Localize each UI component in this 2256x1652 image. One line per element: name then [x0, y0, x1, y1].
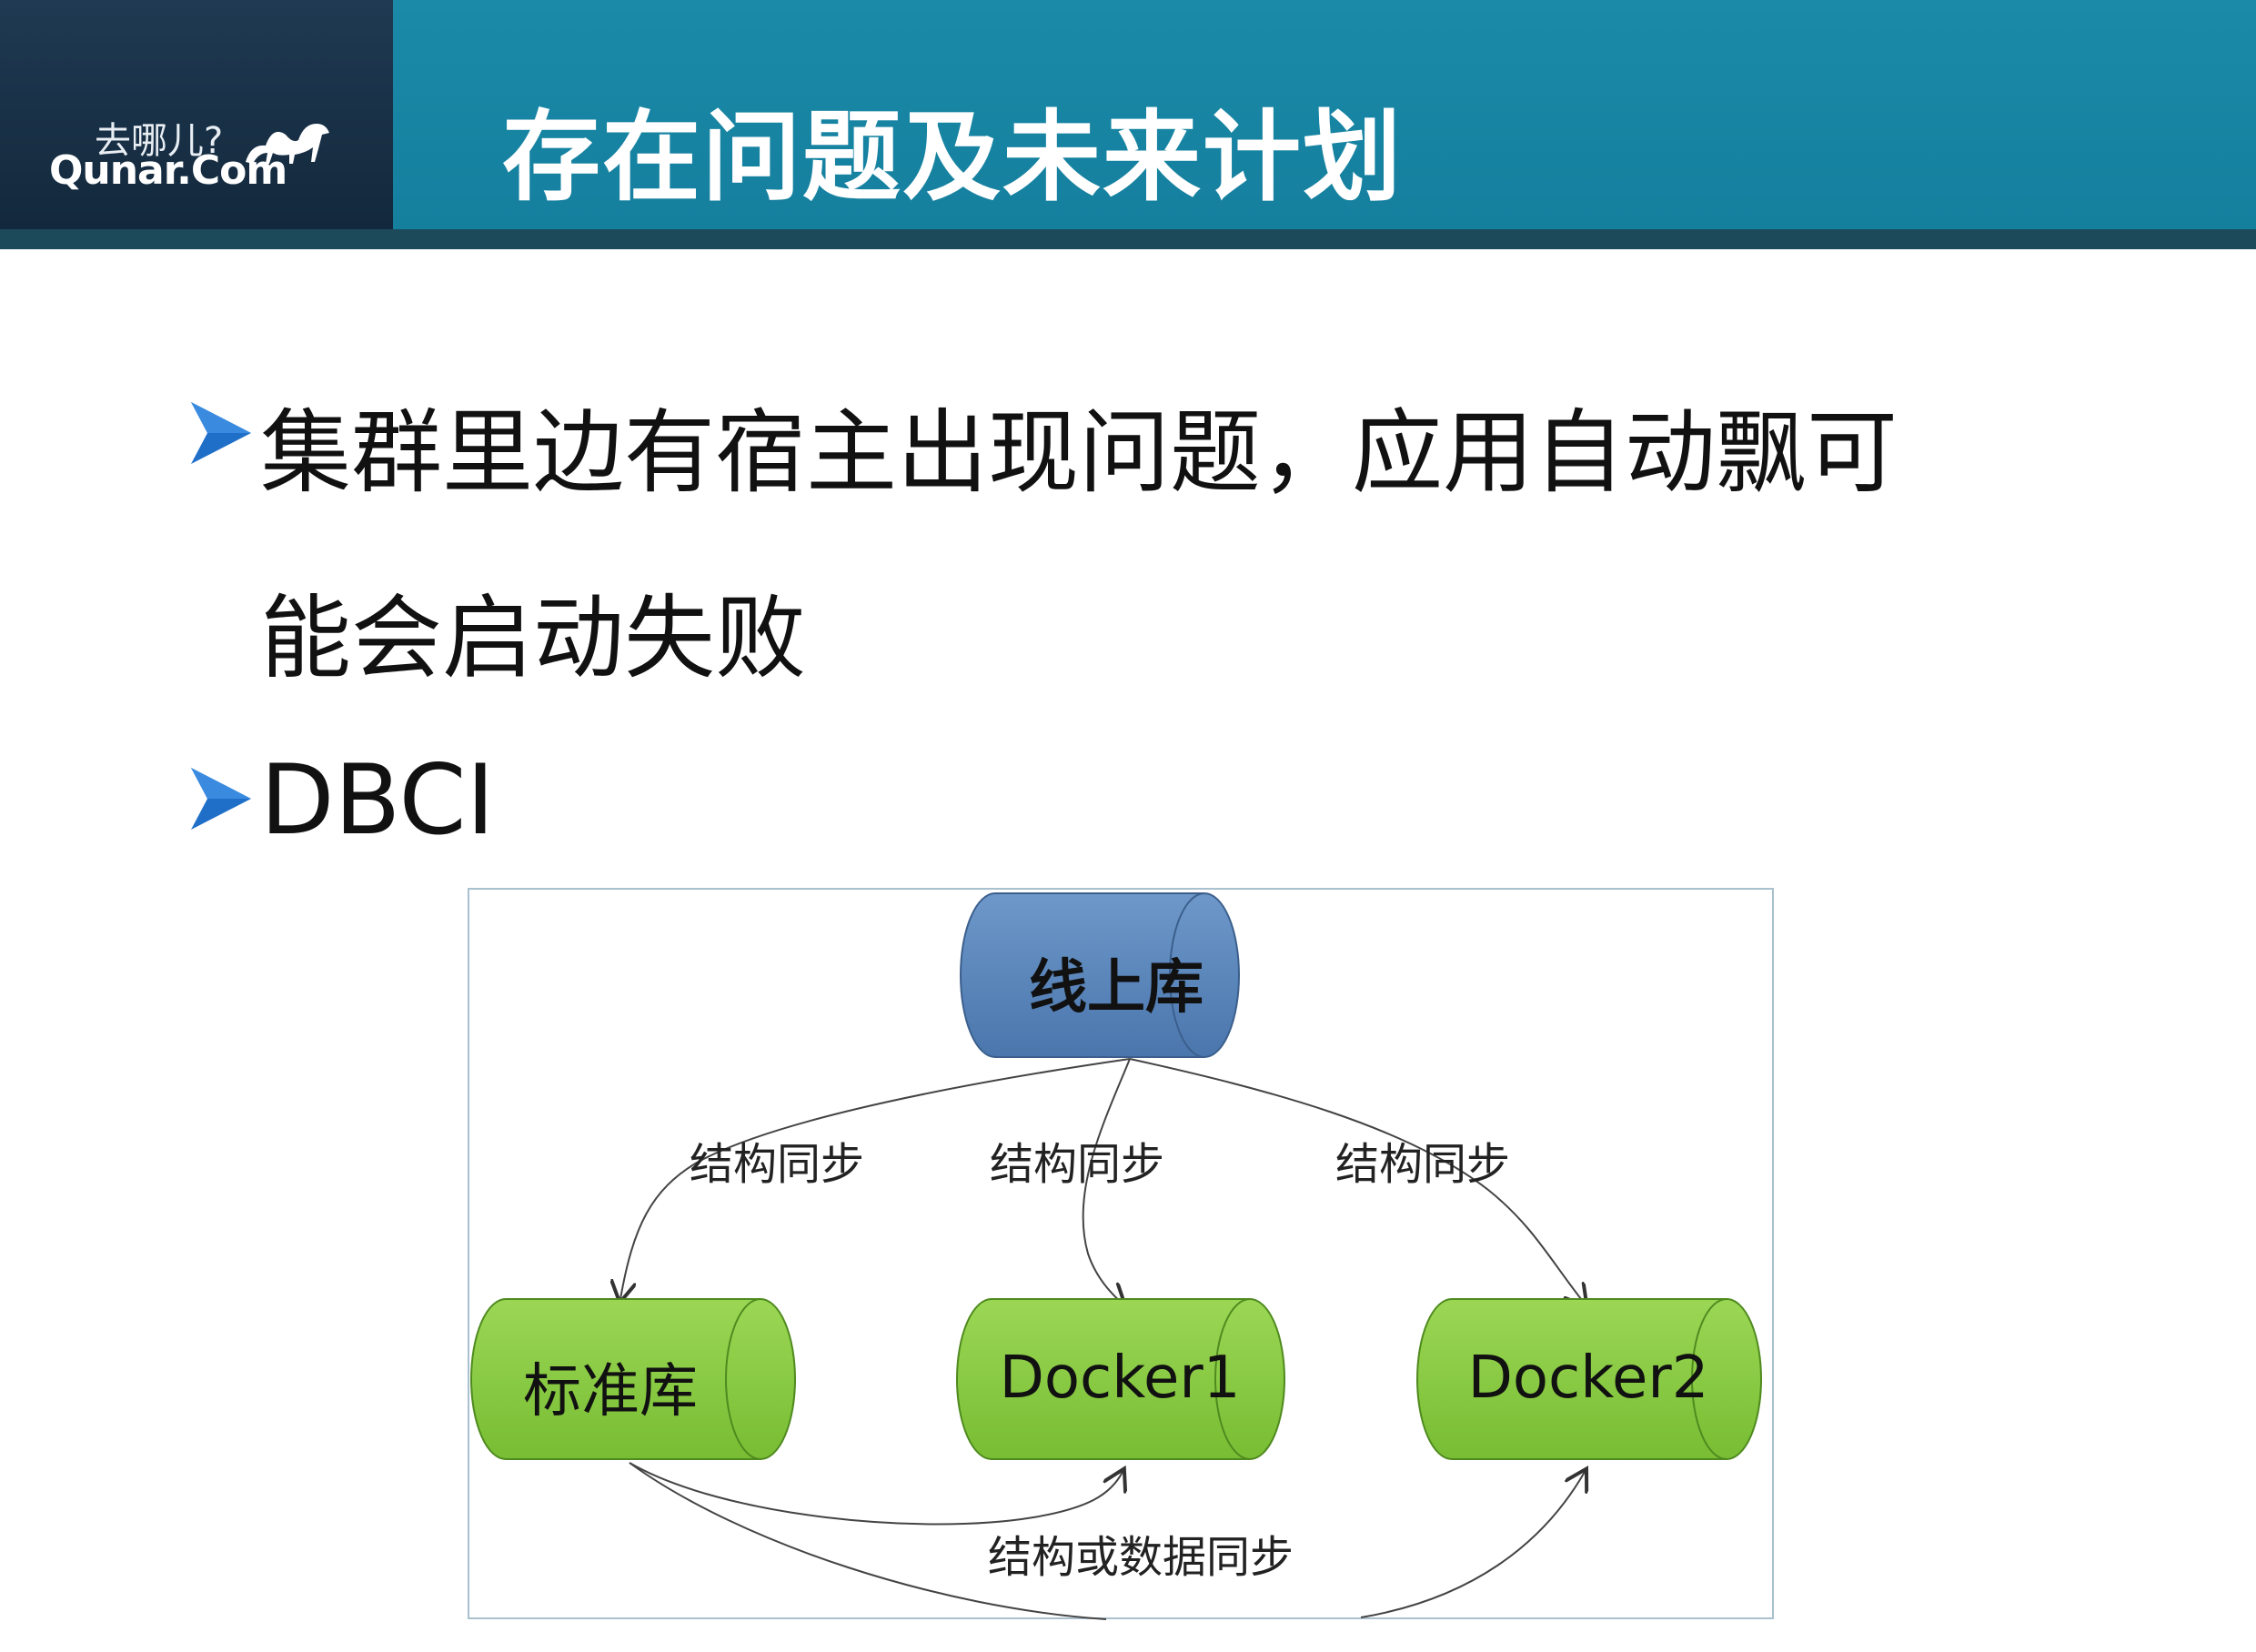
bullet-2-text: DBCI	[260, 744, 495, 856]
standard-db-node	[470, 1298, 796, 1460]
online-db-node	[960, 892, 1240, 1058]
edge-label-sync-docker2: 结构同步	[1335, 1139, 1511, 1190]
docker1-db-node	[956, 1298, 1285, 1460]
edge-label-sync-docker1: 结构同步	[990, 1139, 1165, 1190]
diagram-canvas	[470, 892, 1762, 1620]
docker2-db-node	[1416, 1298, 1762, 1460]
edge-online-to-docker1	[1082, 1058, 1131, 1304]
page-title: 存在问题及未来计划	[502, 101, 1404, 215]
edge-standard-to-docker2	[629, 1463, 1585, 1620]
bullet-1-line-2: 能会启动失败	[260, 585, 806, 691]
camel-icon	[246, 124, 329, 164]
standard-db-label: 标准库	[523, 1358, 698, 1425]
edge-online-to-standard	[620, 1058, 1131, 1299]
edge-label-sync-standard: 结构同步	[690, 1139, 865, 1190]
header-divider	[0, 229, 2256, 249]
logo-chinese-text: 去哪儿?	[95, 120, 224, 162]
docker2-db-label: Docker2	[1467, 1345, 1709, 1412]
dbci-diagram: 线上库 标准库 Docker1 Docker2 结构同步 结构同步 结构同步 结…	[468, 888, 1774, 1620]
bullet-1-line-1: 集群里边有宿主出现问题，应用自动飘可	[260, 399, 1898, 506]
online-db-label: 线上库	[1029, 954, 1204, 1022]
logo-english-text: Qunar.Com	[49, 147, 287, 194]
bullet-arrow-icon	[191, 768, 251, 830]
logo: 去哪儿? Qunar.Com	[0, 0, 393, 229]
edge-standard-to-docker1	[629, 1462, 1123, 1526]
edge-online-to-docker2	[1129, 1058, 1585, 1304]
edge-label-data-sync: 结构或数据同步	[988, 1532, 1294, 1583]
bullet-arrow-icon	[191, 402, 251, 464]
docker1-db-label: Docker1	[999, 1345, 1241, 1412]
